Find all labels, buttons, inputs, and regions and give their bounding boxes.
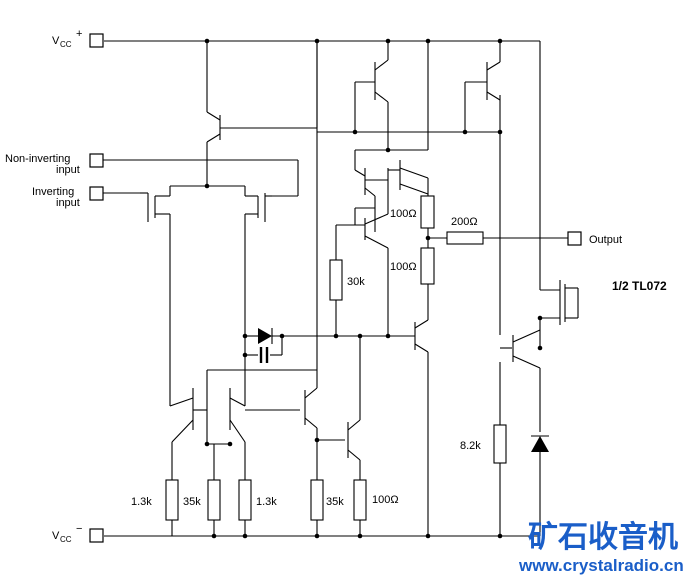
r-100-top-label: 100Ω xyxy=(390,208,417,220)
resistor-8-2k xyxy=(493,424,507,464)
resistor-200 xyxy=(446,231,484,245)
resistor-35k-left xyxy=(207,479,221,521)
inverting-input-pin xyxy=(89,186,104,201)
r-8-2k-label: 8.2k xyxy=(460,440,481,452)
output-stage-wiring xyxy=(335,41,579,536)
resistor-30k xyxy=(329,259,343,301)
r-35k-left-label: 35k xyxy=(183,496,201,508)
noninverting-label-line1: Non-inverting xyxy=(5,153,70,165)
resistor-1-3k-right xyxy=(238,479,252,521)
vcc-pos-sub: CC xyxy=(60,40,72,49)
output-label: Output xyxy=(589,234,622,246)
output-pin xyxy=(567,231,582,246)
noninverting-label-line2: input xyxy=(56,164,80,176)
watermark-url: www.crystalradio.cn xyxy=(518,556,684,575)
noninverting-input-pin xyxy=(89,153,104,168)
watermark-brand: 矿石收音机 xyxy=(528,520,678,555)
vcc-neg-label: V xyxy=(52,530,60,542)
r-1-3k-right-label: 1.3k xyxy=(256,496,277,508)
inverting-label-line2: input xyxy=(56,197,80,209)
vcc-neg-sign: − xyxy=(76,523,82,535)
resistor-35k-right xyxy=(310,479,324,521)
r-100-emitter-label: 100Ω xyxy=(372,494,399,506)
junction-dots xyxy=(204,38,543,539)
vcc-positive-pin xyxy=(89,33,104,48)
vcc-pos-label: V xyxy=(52,35,60,47)
vcc-neg-sub: CC xyxy=(60,535,72,544)
r-1-3k-left-label: 1.3k xyxy=(131,496,152,508)
resistor-100-bottom xyxy=(420,247,435,285)
diode-icon xyxy=(258,328,272,344)
r-30k-label: 30k xyxy=(347,276,365,288)
vcc-negative-pin xyxy=(89,528,104,543)
resistor-1-3k-left xyxy=(165,479,179,521)
compensation-network xyxy=(245,328,415,363)
vcc-pos-sign: + xyxy=(76,28,82,40)
resistor-100-top xyxy=(420,195,435,229)
r-100-bottom-label: 100Ω xyxy=(390,261,417,273)
input-stage-wiring xyxy=(103,41,501,406)
current-mirror-wiring xyxy=(169,41,361,536)
part-name-label: 1/2 TL072 xyxy=(612,279,667,293)
r-35k-right-label: 35k xyxy=(326,496,344,508)
r-200-label: 200Ω xyxy=(451,216,478,228)
zener-diode-icon xyxy=(531,436,549,452)
inverting-label-line1: Inverting xyxy=(32,186,74,198)
resistor-100-emitter xyxy=(353,479,367,521)
